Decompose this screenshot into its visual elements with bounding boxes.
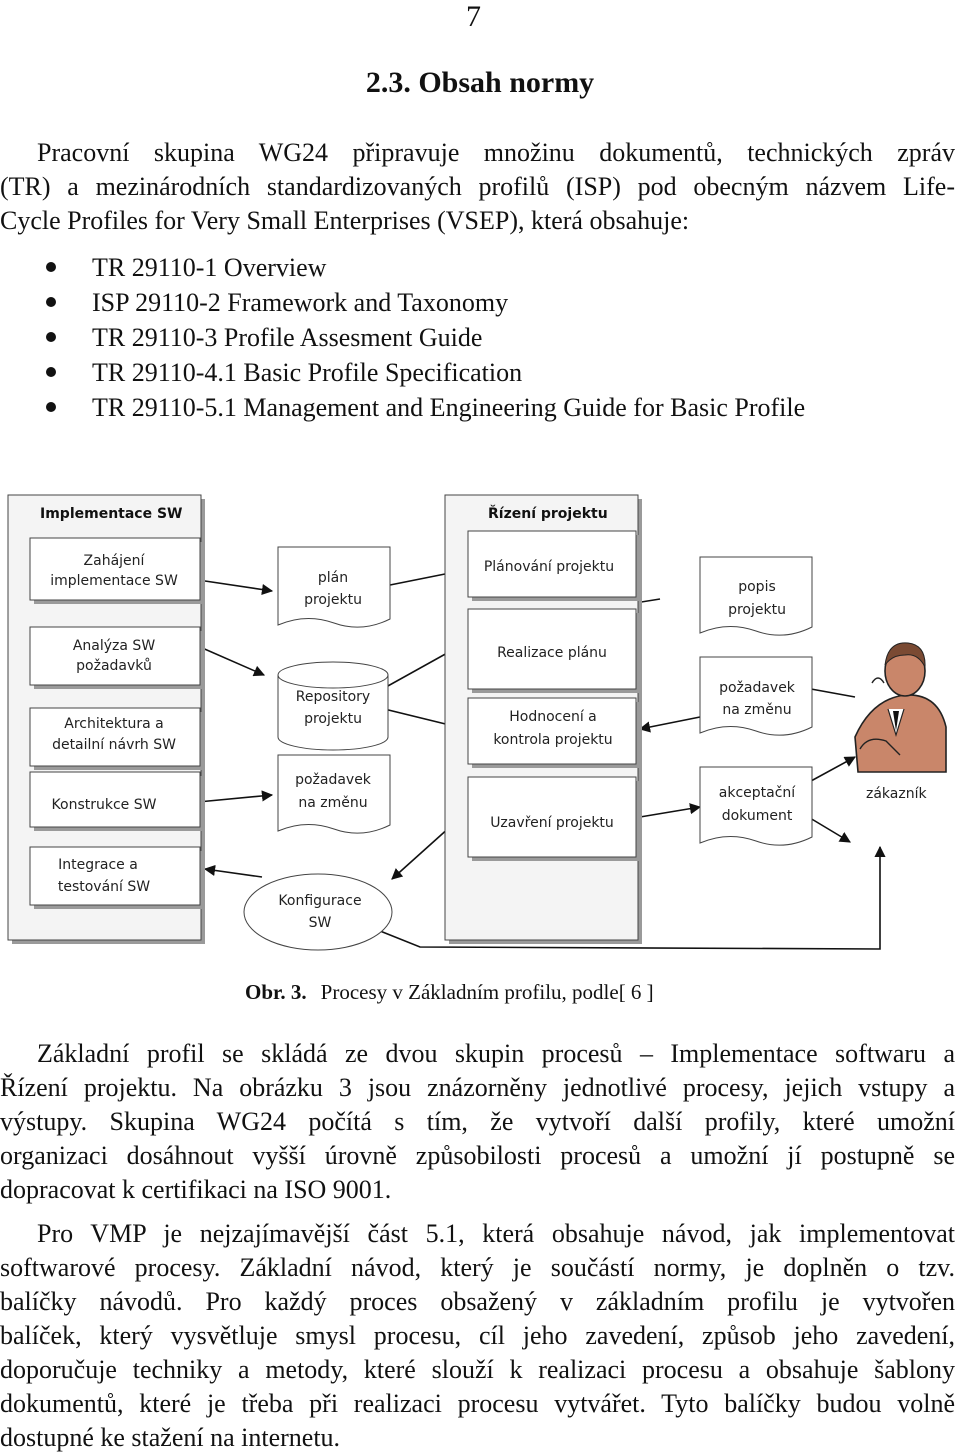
svg-text:testování SW: testování SW [58, 879, 150, 895]
caption-label: Obr. 3. [245, 980, 307, 1004]
customer-label: zákazník [866, 786, 927, 802]
process-box: Architektura a detailní návrh SW [29, 707, 204, 770]
page-number: 7 [466, 0, 481, 33]
customer-icon [854, 642, 947, 773]
repository-cylinder: Repository projektu [277, 661, 389, 751]
svg-text:dokument: dokument [722, 808, 793, 824]
svg-text:Uzavření projektu: Uzavření projektu [490, 815, 614, 831]
document-shape: popis projektu [699, 556, 813, 636]
text-line: Řízení projektu. Na obrázku 3 jsou znázo… [0, 1073, 955, 1102]
svg-text:na změnu: na změnu [722, 702, 791, 718]
text-line: organizaci dosáhnout vyšší úrovně způsob… [0, 1141, 955, 1170]
paragraph: Pro VMP je nejzajímavější část 5.1, kter… [0, 1217, 955, 1455]
svg-text:Architektura a: Architektura a [64, 716, 163, 732]
paragraph: Základní profil se skládá ze dvou skupin… [0, 1037, 955, 1207]
process-box: Realizace plánu [467, 608, 640, 693]
svg-text:akceptační: akceptační [719, 785, 797, 801]
intro-line: (TR) a mezinárodních standardizovaných p… [0, 172, 955, 201]
text-line: Pro VMP je nejzajímavější část 5.1, kter… [37, 1219, 955, 1248]
svg-text:požadavků: požadavků [76, 658, 152, 674]
svg-text:plán: plán [318, 570, 348, 586]
svg-text:projektu: projektu [304, 711, 362, 727]
svg-text:projektu: projektu [304, 592, 362, 608]
process-box: Zahájení implementace SW [29, 537, 204, 604]
process-box: Konstrukce SW [29, 771, 204, 831]
svg-text:Hodnocení a: Hodnocení a [509, 709, 597, 725]
svg-text:požadavek: požadavek [295, 772, 372, 788]
document-list: TR 29110-1 Overview ISP 29110-2 Framewor… [0, 250, 805, 425]
svg-text:Repository: Repository [296, 689, 370, 705]
list-item: ISP 29110-2 Framework and Taxonomy [0, 285, 805, 320]
text-line: dostupné ke stažení na internetu. [0, 1423, 341, 1452]
text-line: doporučuje techniky a metody, které slou… [0, 1355, 955, 1384]
svg-text:Zahájení: Zahájení [84, 553, 146, 569]
document-shape: plán projektu [277, 546, 391, 628]
section-title: 2.3. Obsah normy [365, 66, 595, 99]
svg-text:SW: SW [309, 915, 332, 931]
text-line: balíčky návodů. Pro každý proces obsažen… [0, 1287, 955, 1316]
svg-text:Konfigurace: Konfigurace [278, 893, 361, 909]
process-box: Integrace a testování SW [29, 846, 204, 909]
svg-text:Realizace plánu: Realizace plánu [497, 645, 607, 661]
svg-text:detailní návrh SW: detailní návrh SW [52, 737, 176, 753]
list-item: TR 29110-3 Profile Assesment Guide [0, 320, 805, 355]
right-group-title: Řízení projektu [488, 505, 608, 522]
text-line: softwarové procesy. Základní návod, kter… [0, 1253, 955, 1282]
text-line: balíček, který vysvětluje smysl procesu,… [0, 1321, 955, 1350]
list-item: TR 29110-1 Overview [0, 250, 805, 285]
svg-text:projektu: projektu [728, 602, 786, 618]
intro-paragraph: Pracovní skupina WG24 připravuje množinu… [0, 136, 955, 238]
left-group-title: Implementace SW [40, 506, 183, 522]
figure-caption: Obr. 3. Procesy v Základním profilu, podl… [245, 980, 654, 1005]
intro-line: Pracovní skupina WG24 připravuje množinu… [37, 138, 955, 167]
text-line: dokumentů, které je třeba při realizaci … [0, 1389, 955, 1418]
svg-text:implementace SW: implementace SW [50, 573, 178, 589]
svg-text:na změnu: na změnu [298, 795, 367, 811]
text-line: dopracovat k certifikaci na ISO 9001. [0, 1175, 392, 1204]
svg-text:Konstrukce SW: Konstrukce SW [52, 797, 157, 813]
svg-text:Plánování projektu: Plánování projektu [484, 559, 614, 575]
svg-text:požadavek: požadavek [719, 680, 796, 696]
process-box: Hodnocení a kontrola projektu [467, 697, 640, 768]
svg-text:Analýza SW: Analýza SW [73, 638, 155, 654]
document-shape: akceptační dokument [699, 766, 813, 846]
svg-text:Integrace a: Integrace a [58, 857, 138, 873]
process-box: Analýza SW požadavků [29, 626, 204, 689]
process-diagram: Implementace SW Zahájení implementace SW… [0, 487, 960, 957]
svg-text:popis: popis [738, 579, 776, 595]
text-line: Základní profil se skládá ze dvou skupin… [37, 1039, 955, 1068]
document-shape: požadavek na změnu [277, 754, 391, 834]
list-item: TR 29110-4.1 Basic Profile Specification [0, 355, 805, 390]
svg-text:kontrola projektu: kontrola projektu [493, 732, 612, 748]
process-box: Uzavření projektu [467, 776, 640, 861]
list-item: TR 29110-5.1 Management and Engineering … [0, 390, 805, 425]
process-box: Plánování projektu [467, 530, 640, 601]
intro-line: Cycle Profiles for Very Small Enterprise… [0, 206, 690, 235]
text-line: výstupy. Skupina WG24 počítá s tím, že v… [0, 1107, 955, 1136]
document-shape: požadavek na změnu [699, 656, 813, 736]
caption-text: Procesy v Základním profilu, podle[ 6 ] [320, 980, 654, 1004]
configuration-ellipse: Konfigurace SW [243, 873, 393, 951]
